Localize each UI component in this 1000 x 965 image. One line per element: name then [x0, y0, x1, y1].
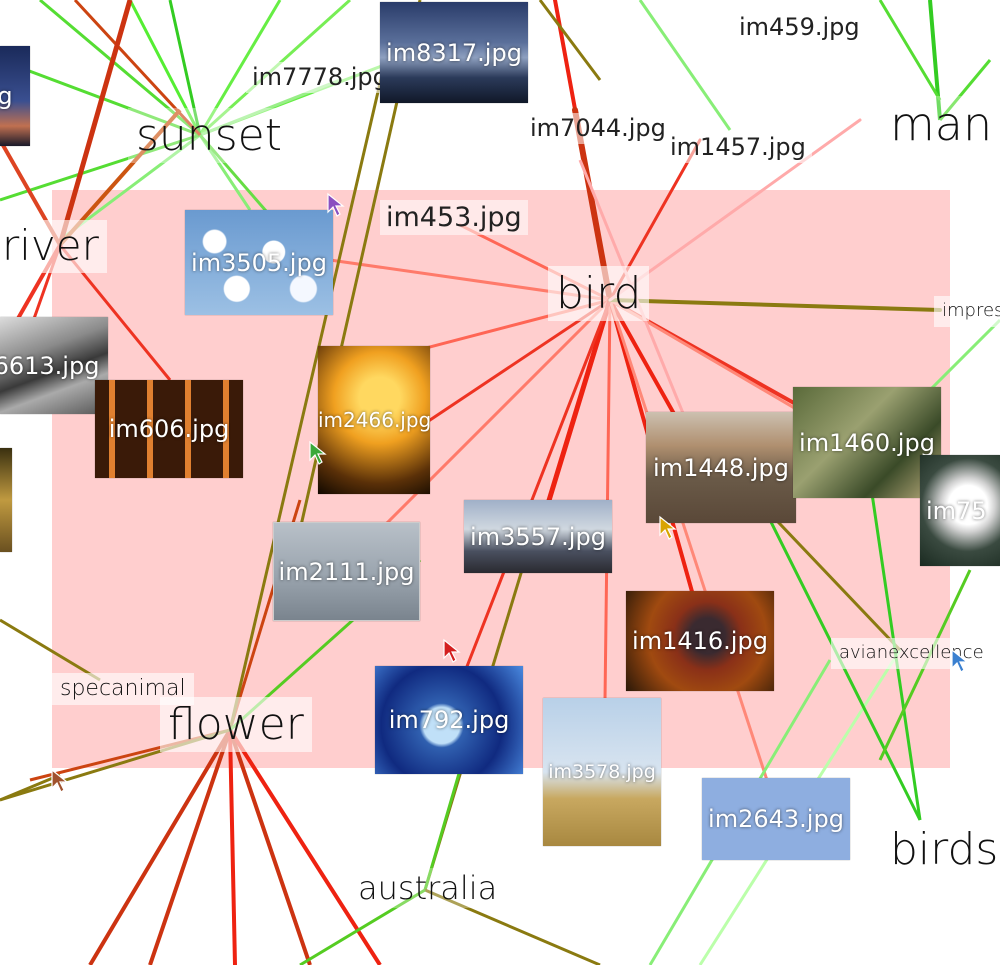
thumbnail-label: im3578.jpg	[548, 761, 656, 783]
thumbnail-label: im2643.jpg	[708, 805, 844, 833]
tag-avianexcellence[interactable]: avianexcellence	[831, 638, 992, 669]
thumbnail-im792[interactable]: im792.jpg	[375, 666, 523, 774]
thumbnail-label: im606.jpg	[108, 415, 230, 443]
cursor-brown-icon	[51, 768, 69, 793]
tag-flower[interactable]: flower	[160, 697, 312, 752]
cursor-blue-icon	[951, 648, 969, 673]
thumbnail-partial-top-left[interactable]: g	[0, 46, 30, 146]
thumbnail-im7580[interactable]: im75	[920, 455, 1000, 566]
thumbnail-label: im1448.jpg	[653, 453, 789, 482]
thumbnail-label: im1460.jpg	[799, 428, 935, 457]
cursor-purple-icon	[327, 192, 345, 217]
thumbnail-label: im3557.jpg	[470, 522, 606, 551]
thumbnail-partial-left[interactable]	[0, 448, 12, 552]
thumbnail-im2111[interactable]: im2111.jpg	[273, 522, 420, 621]
thumbnail-im6613[interactable]: im6613.jpg	[0, 317, 108, 414]
thumbnail-label: g	[0, 82, 13, 110]
thumbnail-im1416[interactable]: im1416.jpg	[626, 591, 774, 691]
tag-australia[interactable]: australia	[350, 868, 506, 908]
flower-edges	[0, 39, 422, 965]
tag-river[interactable]: river	[0, 220, 107, 273]
filename-im459[interactable]: im459.jpg	[733, 12, 866, 44]
thumbnail-im2643[interactable]: im2643.jpg	[702, 778, 850, 860]
thumbnail-im2466[interactable]: im2466.jpg	[318, 346, 430, 494]
tag-man[interactable]: man	[882, 96, 1000, 154]
thumbnail-label: im2111.jpg	[278, 557, 415, 586]
thumbnail-im1448[interactable]: im1448.jpg	[646, 412, 796, 523]
thumbnail-im606[interactable]: im606.jpg	[95, 380, 243, 478]
filename-im7044[interactable]: im7044.jpg	[524, 113, 672, 145]
thumbnail-im1460[interactable]: im1460.jpg	[793, 387, 941, 498]
thumbnail-im8317[interactable]: im8317.jpg	[380, 2, 528, 103]
thumbnail-label: im75	[926, 496, 987, 525]
cursor-red-icon	[443, 638, 461, 663]
thumbnail-label: im3505.jpg	[191, 248, 327, 277]
thumbnail-label: im8317.jpg	[386, 38, 522, 67]
cursor-yellow-icon	[659, 515, 677, 540]
filename-im7778[interactable]: im7778.jpg	[246, 62, 394, 94]
tag-birds[interactable]: birds	[882, 822, 1000, 877]
filename-im1457[interactable]: im1457.jpg	[664, 132, 812, 164]
thumbnail-im3578[interactable]: im3578.jpg	[543, 698, 661, 846]
tag-bird[interactable]: bird	[548, 266, 650, 321]
tag-specanimal[interactable]: specanimal	[52, 673, 194, 705]
filename-im453[interactable]: im453.jpg	[380, 200, 528, 236]
thumbnail-im3557[interactable]: im3557.jpg	[464, 500, 612, 573]
thumbnail-im3505[interactable]: im3505.jpg	[185, 210, 333, 315]
thumbnail-label: im2466.jpg	[318, 408, 430, 432]
thumbnail-label: im6613.jpg	[0, 351, 100, 380]
tag-sunset[interactable]: sunset	[128, 108, 290, 163]
thumbnail-label: im1416.jpg	[632, 627, 768, 655]
thumbnail-label: im792.jpg	[388, 706, 510, 734]
cursor-green-icon	[309, 440, 327, 465]
